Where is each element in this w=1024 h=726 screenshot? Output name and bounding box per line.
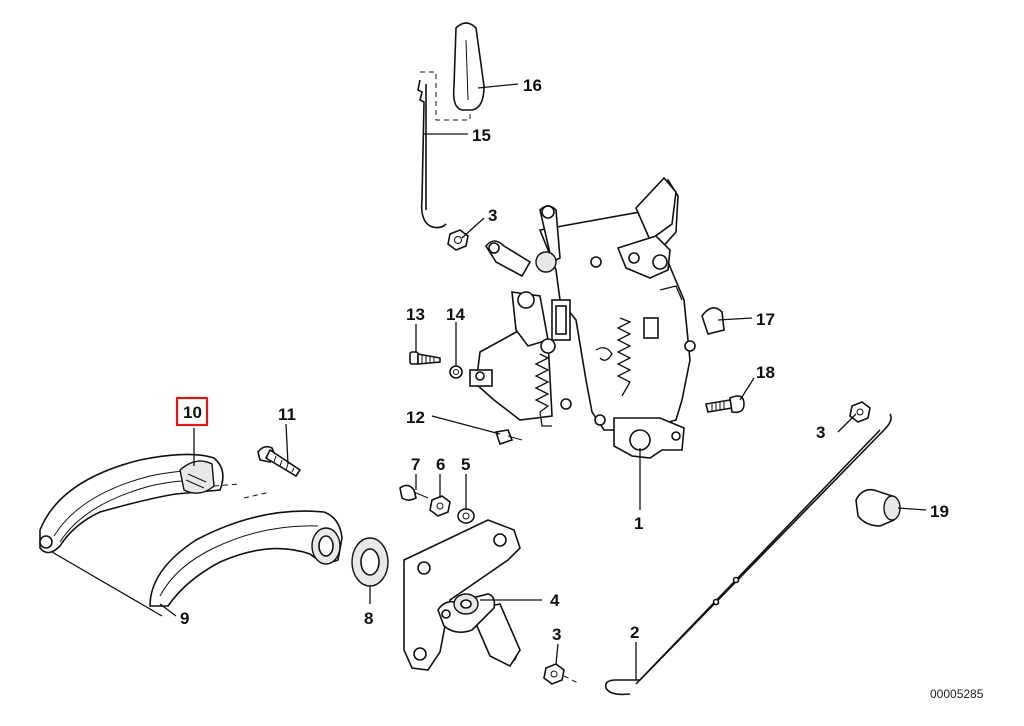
part-outer-door-handle <box>149 510 343 607</box>
callout-18: 18 <box>756 363 775 382</box>
callout-3-right: 3 <box>816 423 825 442</box>
diagram-part-number: 00005285 <box>930 687 984 701</box>
part-3-nut-upper <box>447 229 469 251</box>
part-11-screw <box>257 445 302 478</box>
callout-labels: 16 15 3 17 13 14 18 10 11 12 3 7 6 5 1 1… <box>180 76 949 644</box>
part-2-rod <box>604 413 892 696</box>
callout-17: 17 <box>756 310 775 329</box>
part-4-lever <box>437 593 496 634</box>
part-1-door-lock <box>469 176 696 459</box>
callout-15: 15 <box>472 126 491 145</box>
part-16-lock-knob <box>452 22 485 111</box>
part-5-nut <box>457 508 475 524</box>
part-18-screw <box>705 395 745 414</box>
callout-3-upper: 3 <box>488 206 497 225</box>
part-13-screw <box>409 351 441 365</box>
callout-13: 13 <box>406 305 425 324</box>
part-3-nut-right <box>849 401 871 423</box>
part-7-screw <box>399 484 429 501</box>
callout-2: 2 <box>630 623 639 642</box>
callout-19: 19 <box>930 502 949 521</box>
callout-8: 8 <box>364 609 373 628</box>
callout-11: 11 <box>278 405 296 424</box>
highlight-box-callout-10 <box>175 396 209 427</box>
part-8-gasket <box>351 537 389 587</box>
callout-7: 7 <box>411 455 420 474</box>
callout-14: 14 <box>446 305 465 324</box>
part-10-handle-insert <box>179 460 215 494</box>
callout-1: 1 <box>634 514 643 533</box>
callout-5: 5 <box>461 455 470 474</box>
callout-4: 4 <box>550 591 560 610</box>
callout-9: 9 <box>180 609 189 628</box>
callout-3-lower: 3 <box>552 625 561 644</box>
part-19-clip <box>855 488 901 527</box>
part-14-washer <box>449 365 463 379</box>
part-12-screw <box>494 429 523 446</box>
part-6-washer <box>429 495 451 517</box>
part-15-lock-rod <box>417 79 447 229</box>
callout-16: 16 <box>523 76 542 95</box>
callout-12: 12 <box>406 408 425 427</box>
callout-6: 6 <box>436 455 445 474</box>
part-17-cap <box>701 307 725 335</box>
part-3-nut-lower <box>543 663 581 685</box>
leader-lines <box>51 83 927 680</box>
callout-10: 10 <box>183 403 202 422</box>
